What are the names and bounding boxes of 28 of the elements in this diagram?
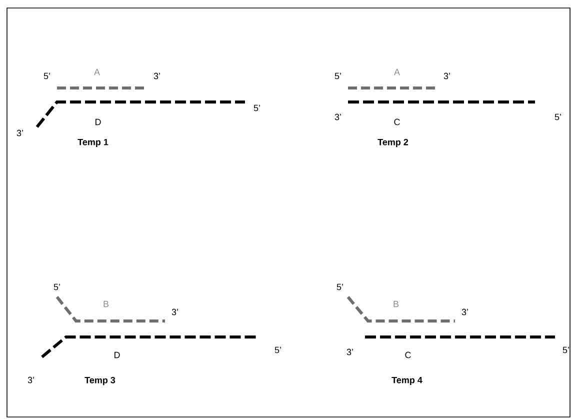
strand-name: D [114, 352, 120, 358]
end-label: 3’ [462, 308, 468, 316]
end-label: 3’ [28, 376, 34, 384]
end-label: 5’ [554, 114, 561, 120]
end-label: 5’ [54, 284, 60, 290]
end-label: 3’ [172, 308, 178, 316]
end-label: 5’ [562, 346, 569, 354]
strand-name: B [394, 300, 399, 308]
end-label: 3’ [16, 130, 23, 136]
end-label: 5’ [44, 72, 50, 80]
end-label: 5’ [336, 284, 343, 290]
panel-caption: Temp 3 [84, 376, 116, 386]
panel-caption: Temp 1 [78, 138, 108, 148]
strand-name: D [96, 118, 101, 126]
end-label: 3’ [444, 72, 450, 80]
end-label: 3’ [346, 348, 353, 356]
end-label: 3’ [154, 72, 160, 80]
strand-name: C [394, 118, 400, 126]
strand-name: B [104, 300, 109, 308]
end-label: 5’ [334, 72, 341, 80]
strand-name: A [94, 68, 100, 76]
panel-caption: Temp 2 [378, 138, 408, 148]
strand-name: C [405, 352, 411, 358]
end-label: 5’ [254, 104, 260, 112]
strand-name: A [394, 68, 400, 76]
panel-caption: Temp 4 [392, 376, 422, 386]
end-label: 3’ [334, 114, 341, 120]
end-label: 5’ [274, 346, 281, 354]
